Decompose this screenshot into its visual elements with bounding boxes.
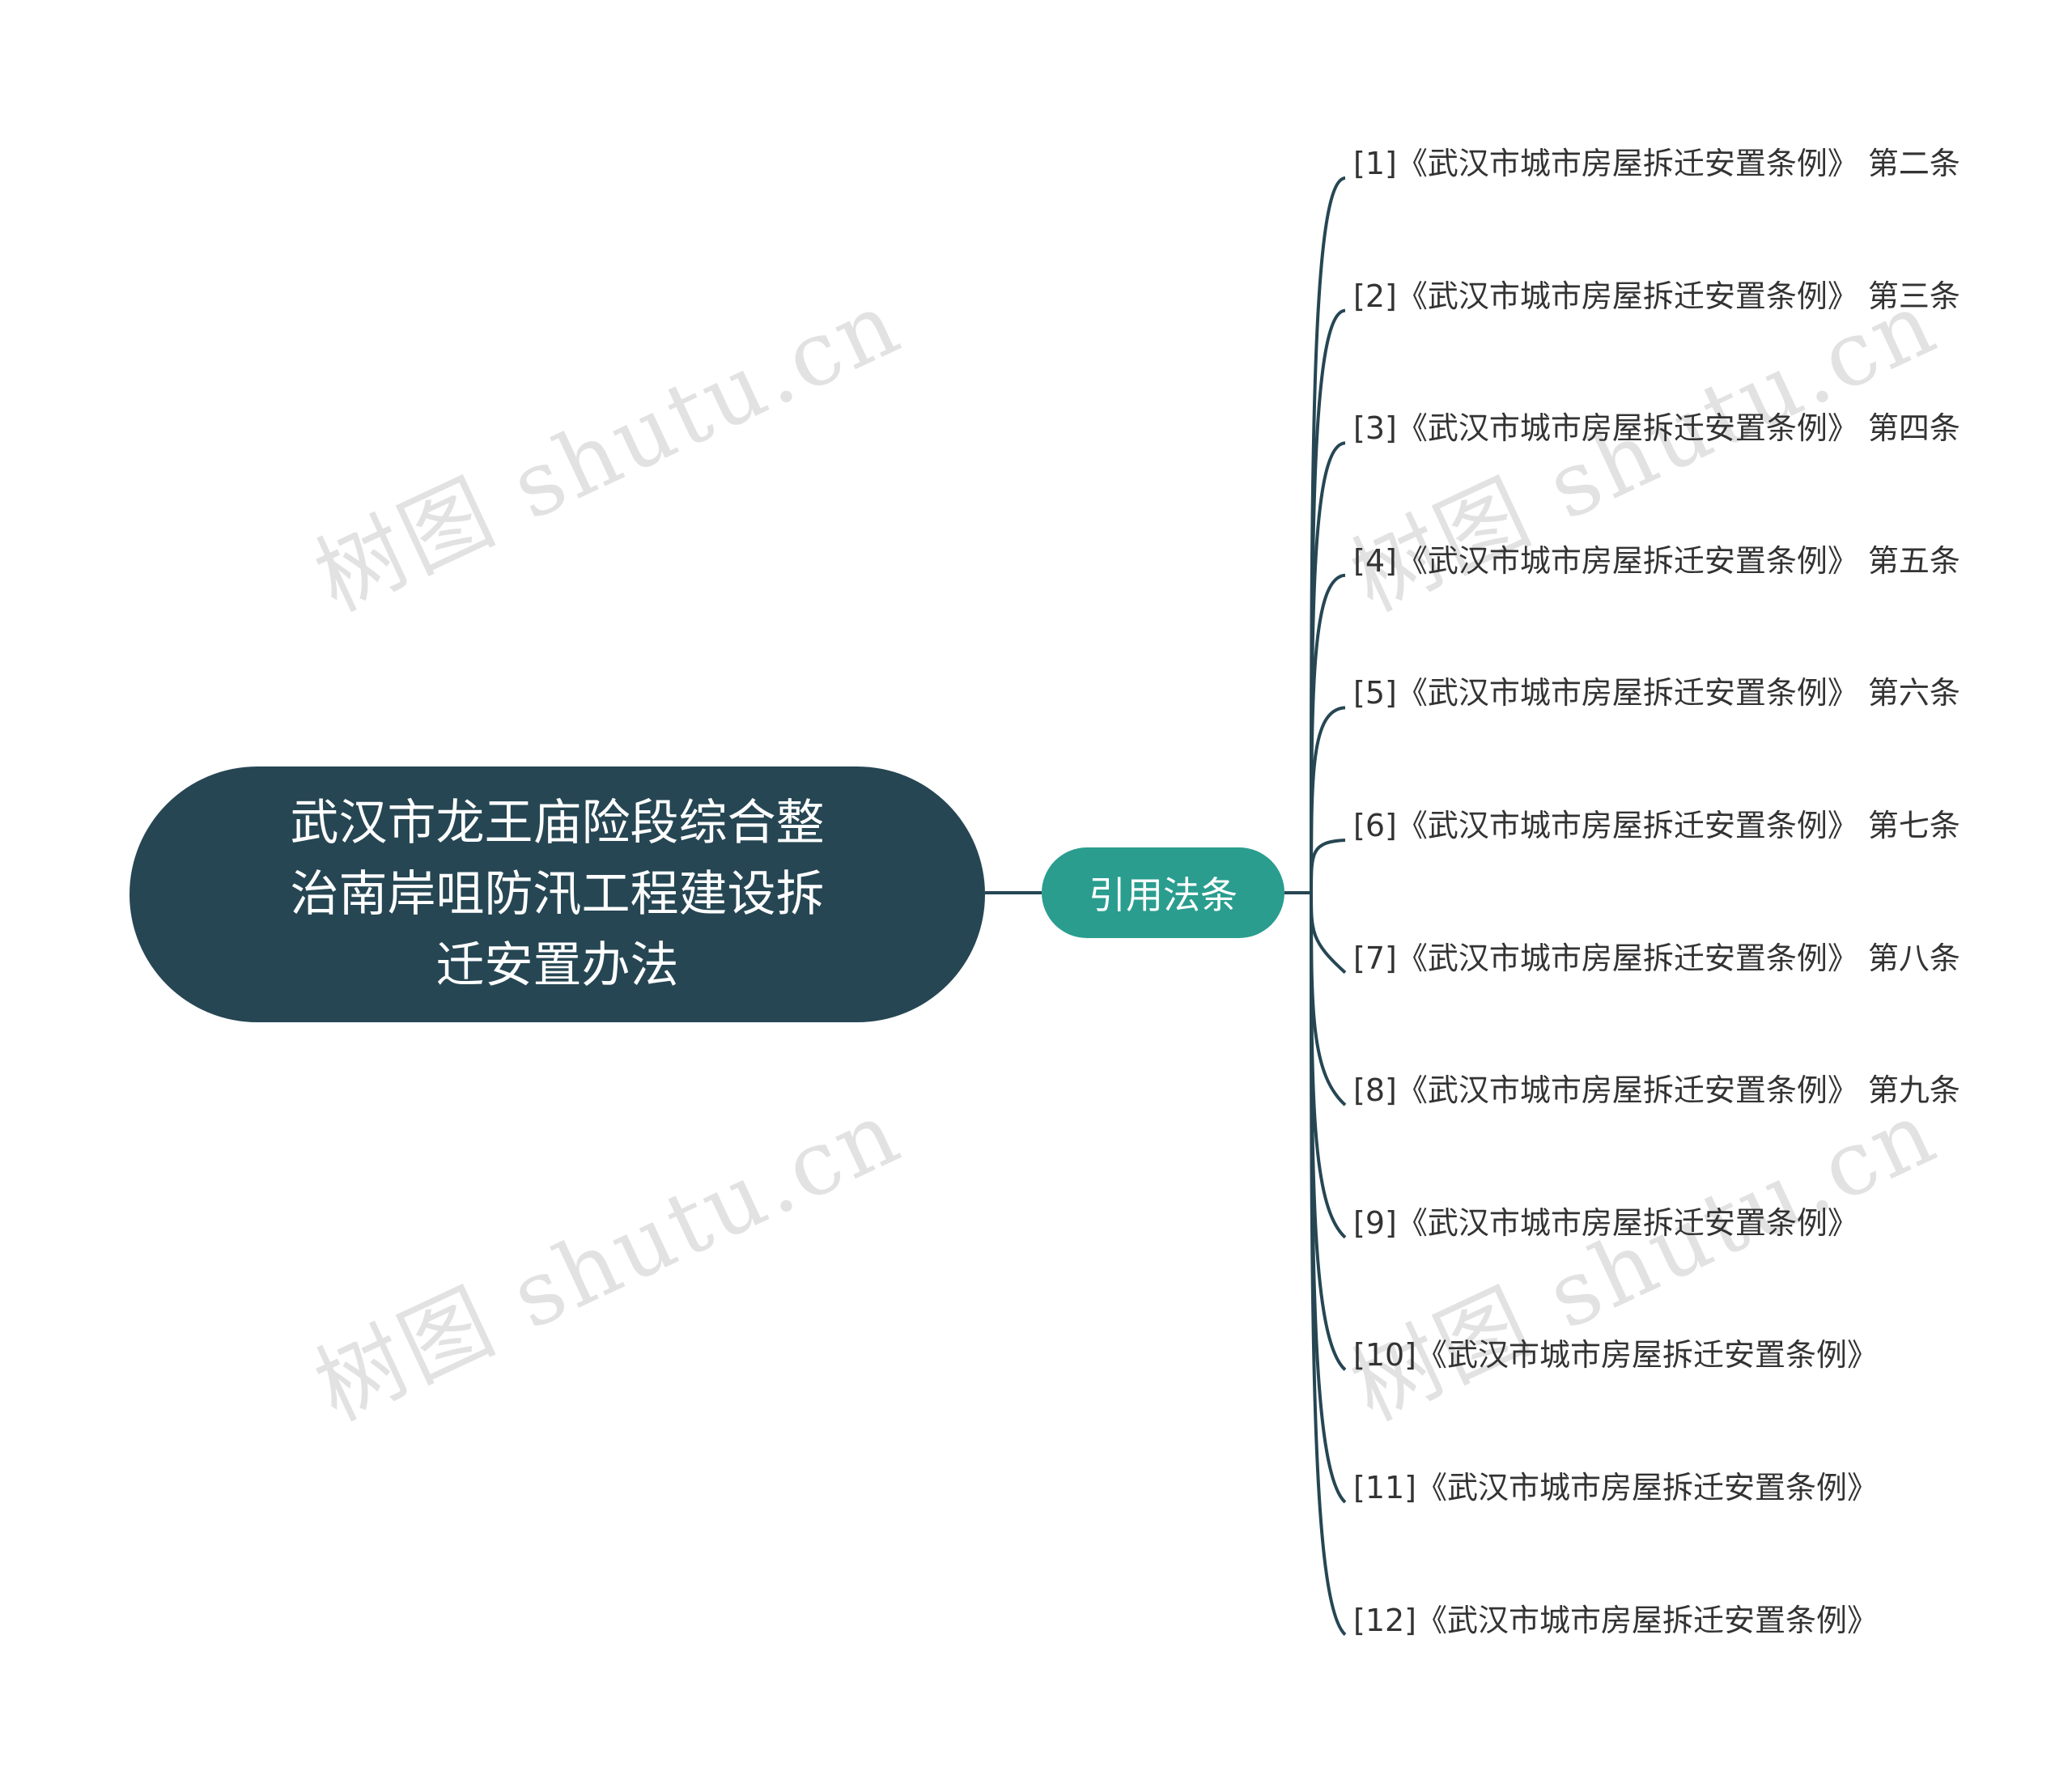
leaf-topic-3[interactable]: [3]《武汉市城市房屋拆迁安置条例》 第四条 — [1353, 410, 1960, 447]
root-topic-node[interactable]: 武汉市龙王庙险段综合整 治南岸咀防汛工程建设拆 迁安置办法 — [130, 766, 985, 1022]
leaf-connector-6 — [1310, 839, 1346, 894]
leaf-topic-11[interactable]: [11]《武汉市城市房屋拆迁安置条例》 — [1353, 1470, 1879, 1505]
leaf-connector-7 — [1310, 892, 1347, 975]
leaf-topic-4[interactable]: [4]《武汉市城市房屋拆迁安置条例》 第五条 — [1353, 542, 1960, 579]
leaf-connector-12 — [1310, 892, 1347, 1637]
leaf-topic-9[interactable]: [9]《武汉市城市房屋拆迁安置条例》 — [1353, 1204, 1858, 1241]
leaf-topic-1[interactable]: [1]《武汉市城市房屋拆迁安置条例》 第二条 — [1353, 146, 1960, 181]
leaf-connector-2 — [1310, 308, 1346, 894]
leaf-connector-5 — [1310, 706, 1346, 894]
leaf-connectors — [1310, 176, 1347, 1637]
leaf-topic-5[interactable]: [5]《武汉市城市房屋拆迁安置条例》 第六条 — [1353, 675, 1960, 711]
leaf-topic-6[interactable]: [6]《武汉市城市房屋拆迁安置条例》 第七条 — [1353, 808, 1960, 843]
leaf-topic-10[interactable]: [10]《武汉市城市房屋拆迁安置条例》 — [1353, 1337, 1879, 1374]
leaf-topic-2[interactable]: [2]《武汉市城市房屋拆迁安置条例》 第三条 — [1353, 278, 1960, 314]
leaf-topic-12[interactable]: [12]《武汉市城市房屋拆迁安置条例》 — [1353, 1602, 1879, 1638]
leaf-connector-9 — [1310, 892, 1347, 1239]
root-topic-label: 武汉市龙王庙险段综合整 治南岸咀防汛工程建设拆 迁安置办法 — [290, 795, 825, 994]
leaf-topic-7[interactable]: [7]《武汉市城市房屋拆迁安置条例》 第八条 — [1353, 940, 1960, 976]
branch-topic-label: 引用法条 — [1089, 873, 1238, 917]
leaf-topic-8[interactable]: [8]《武汉市城市房屋拆迁安置条例》 第九条 — [1353, 1072, 1960, 1109]
leaf-connector-4 — [1310, 573, 1346, 894]
leaf-connector-8 — [1310, 892, 1347, 1106]
branch-topic-node[interactable]: 引用法条 — [1042, 847, 1284, 938]
